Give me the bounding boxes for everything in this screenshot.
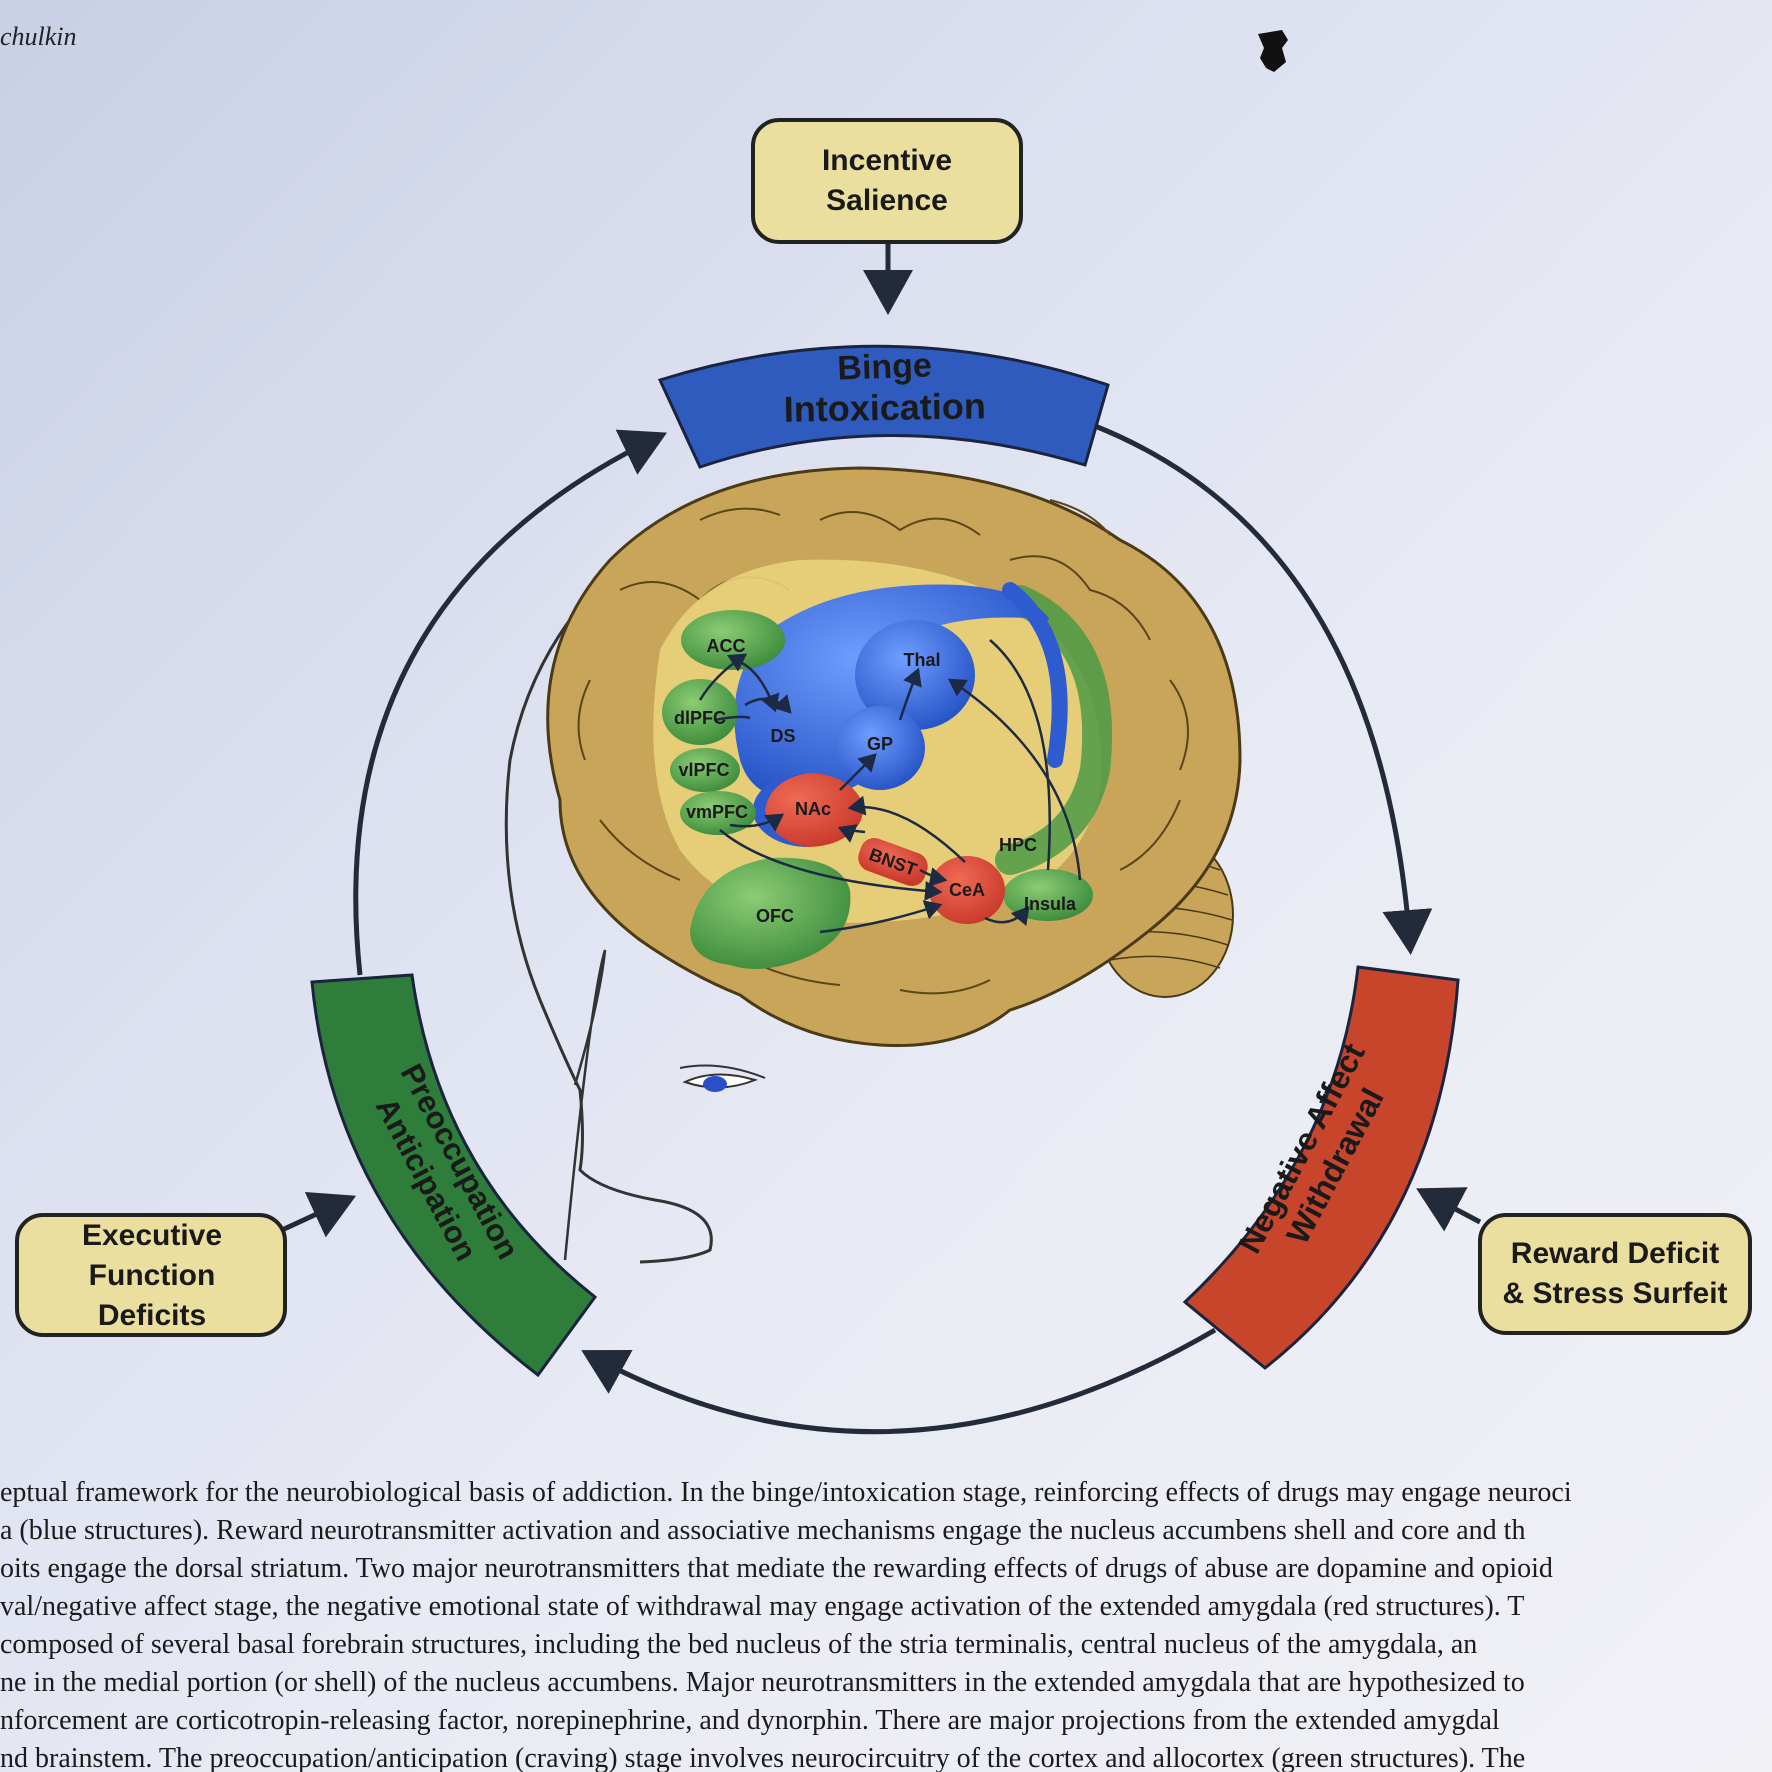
- caudate-tail: [1002, 582, 1068, 768]
- acc-structure: [681, 610, 785, 670]
- caption-line: eptual framework for the neurobiological…: [0, 1477, 1572, 1508]
- cea-label: CeA: [949, 880, 985, 900]
- insula-label: Insula: [1024, 894, 1077, 914]
- stress-surfeit-label: & Stress Surfeit: [1502, 1277, 1727, 1310]
- reward-arrow: [1416, 1187, 1482, 1232]
- ds-label: DS: [770, 726, 795, 746]
- executive-label: Executive: [82, 1219, 222, 1252]
- running-header: chulkin: [0, 22, 77, 51]
- caption-line: val/negative affect stage, the negative …: [0, 1591, 1525, 1622]
- dlpfc-label: dlPFC: [674, 708, 726, 728]
- face-line: [563, 949, 607, 1261]
- incentive-label: Incentive: [822, 144, 952, 177]
- dlpfc-structure: [662, 679, 738, 745]
- nac-label: NAc: [795, 799, 831, 819]
- function-label: Function: [89, 1259, 216, 1292]
- ofc-label: OFC: [756, 906, 794, 926]
- hpc-arc: [995, 585, 1113, 875]
- hpc-label: HPC: [999, 835, 1037, 855]
- ofc-structure: [690, 857, 851, 969]
- vlpfc-label: vlPFC: [678, 760, 729, 780]
- caption-line: oits engage the dorsal striatum. Two maj…: [0, 1553, 1553, 1584]
- arc-preoccupation-to-binge: [353, 429, 668, 976]
- caption-line: a (blue structures). Reward neurotransmi…: [0, 1515, 1526, 1546]
- input-arrows: [280, 243, 1482, 1238]
- intoxication-label: Intoxication: [783, 385, 986, 430]
- stage-preoccupation-banner: Preoccupation Anticipation: [310, 973, 598, 1378]
- incentive-salience-box: Incentive Salience: [751, 118, 1023, 244]
- vmpfc-structure: [680, 791, 756, 835]
- executive-function-box: Executive Function Deficits: [15, 1213, 287, 1337]
- caption-line: nforcement are corticotropin-releasing f…: [0, 1705, 1500, 1736]
- addiction-cycle-diagram: Binge Intoxication Negative Affect Withd…: [15, 118, 1752, 1435]
- arc-binge-to-negative: [1094, 423, 1433, 955]
- binge-label: Binge: [837, 346, 933, 387]
- cycle-arrows: [353, 423, 1433, 1435]
- stage-negative-banner: Negative Affect Withdrawal: [1182, 965, 1460, 1370]
- stage-binge-banner: Binge Intoxication: [657, 344, 1110, 469]
- reward-deficit-label: Reward Deficit: [1511, 1237, 1719, 1270]
- figure-caption: eptual framework for the neurobiological…: [0, 1474, 1772, 1772]
- acc-label: ACC: [707, 636, 746, 656]
- eye-icon: [679, 1064, 766, 1092]
- reward-deficit-box: Reward Deficit & Stress Surfeit: [1478, 1213, 1752, 1335]
- cea-structure: [929, 856, 1005, 924]
- caption-line: composed of several basal forebrain stru…: [0, 1629, 1478, 1660]
- connection-arrows: [698, 639, 1082, 934]
- arc-negative-to-preoccupation: [581, 1327, 1217, 1435]
- bnst-structure: [858, 837, 928, 887]
- ink-smudge-mark: [1258, 30, 1288, 72]
- vmpfc-label: vmPFC: [686, 802, 748, 822]
- gp-label: GP: [867, 734, 893, 754]
- ds-structure: [734, 584, 1050, 800]
- caption-line: nd brainstem. The preoccupation/anticipa…: [0, 1743, 1526, 1772]
- thal-label: Thal: [903, 650, 940, 670]
- deficits-label: Deficits: [98, 1299, 206, 1332]
- executive-arrow: [280, 1191, 357, 1238]
- salience-label: Salience: [826, 184, 948, 217]
- vlpfc-structure: [670, 748, 740, 792]
- caption-line: ne in the medial portion (or shell) of t…: [0, 1667, 1525, 1698]
